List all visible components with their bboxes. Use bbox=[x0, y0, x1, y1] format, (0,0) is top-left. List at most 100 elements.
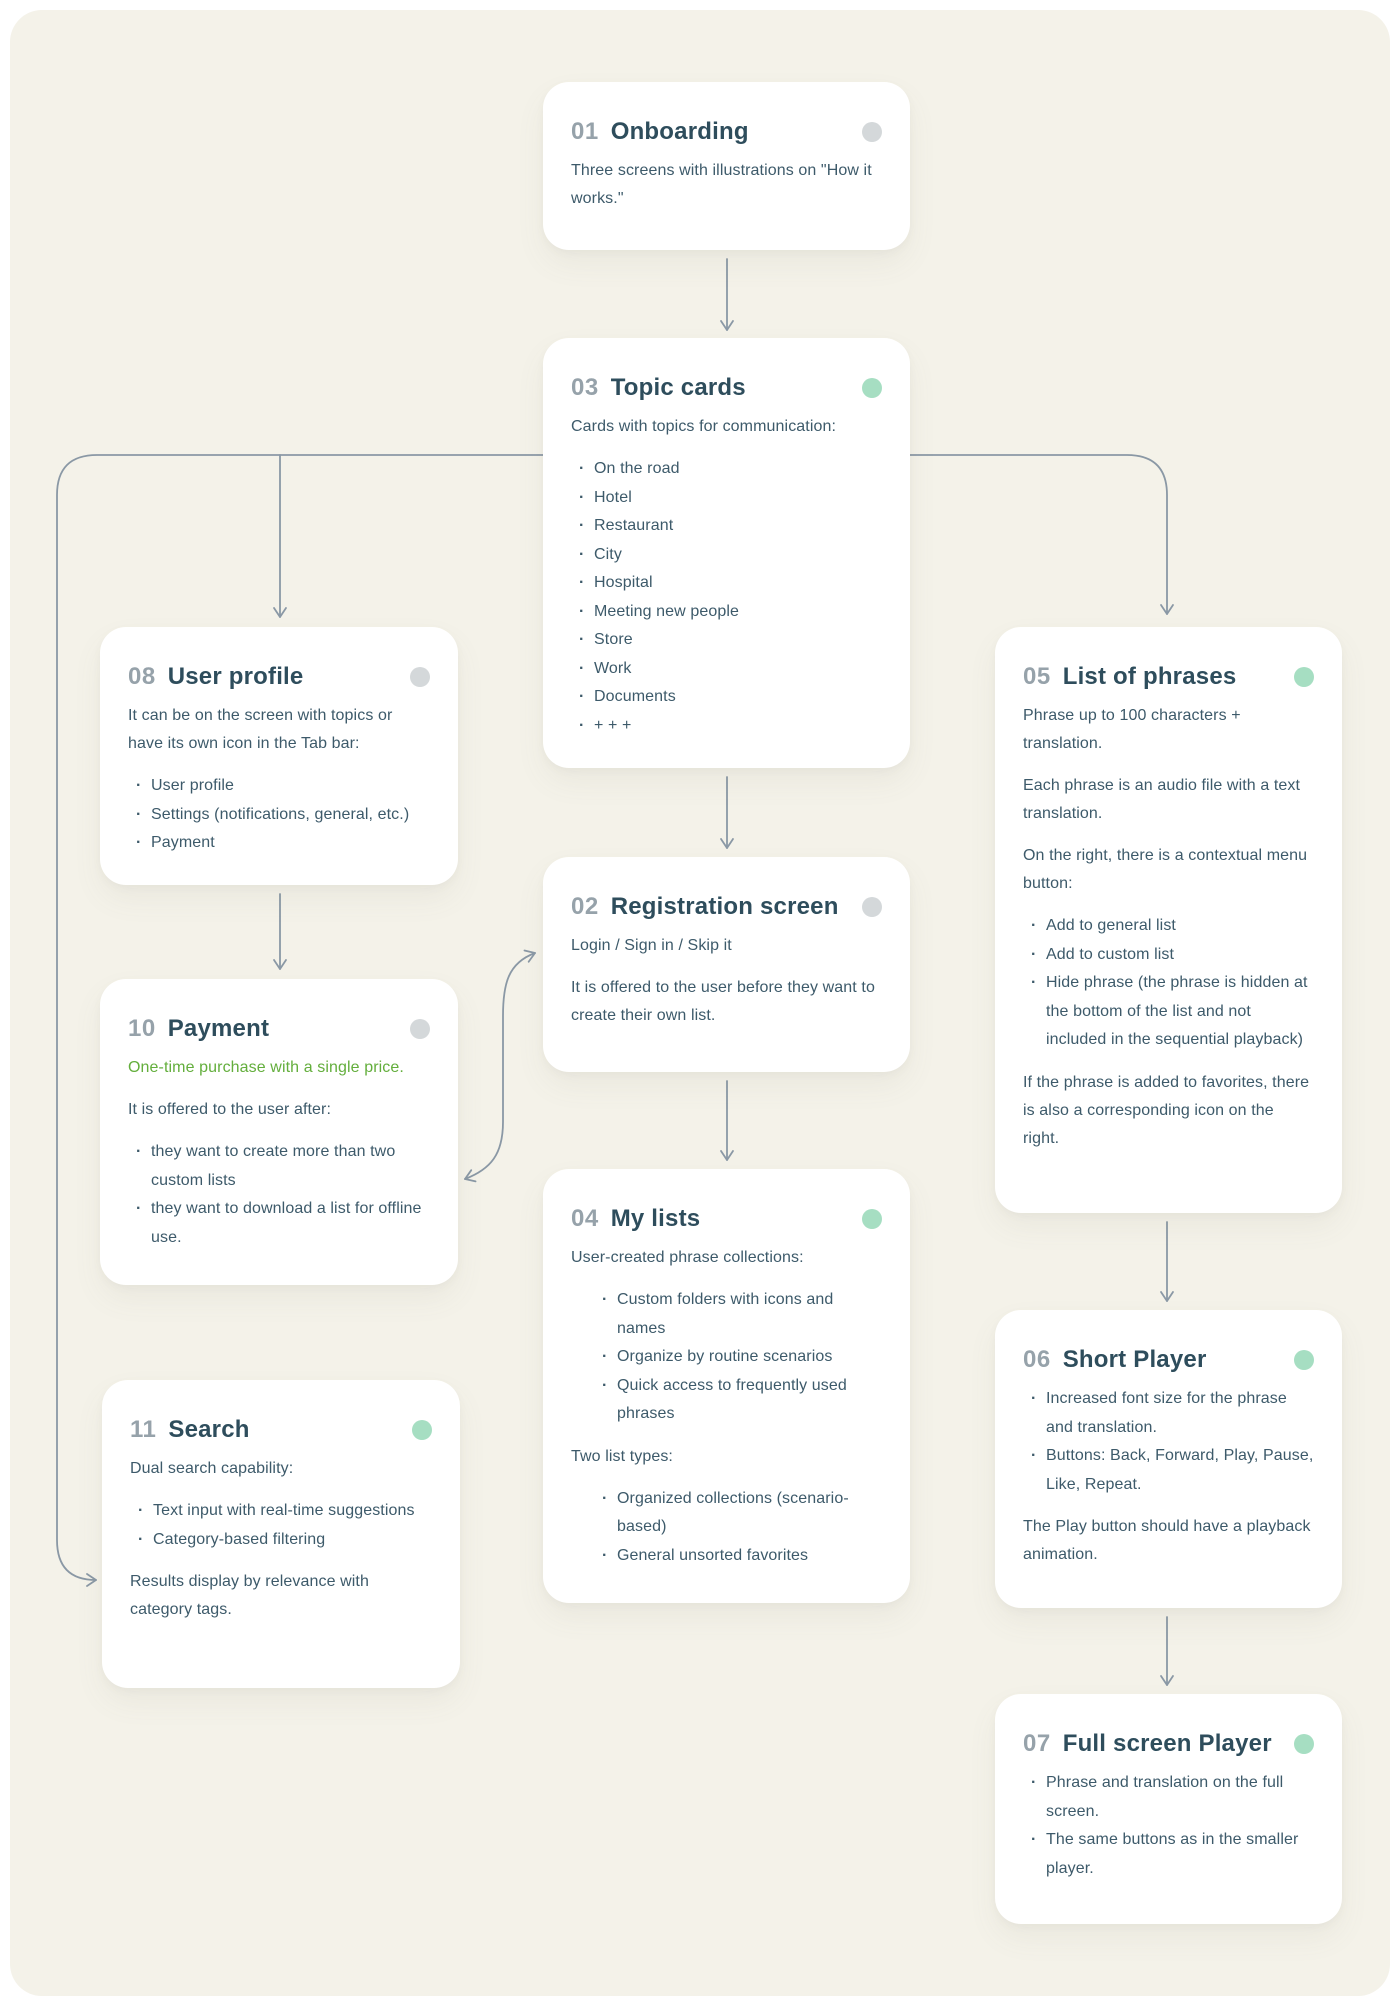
status-dot bbox=[862, 378, 882, 398]
bullet-item: Phrase and translation on the full scree… bbox=[1023, 1769, 1314, 1826]
card-header: 10 Payment bbox=[128, 1011, 430, 1047]
bullet-item: Organized collections (scenario-based) bbox=[594, 1485, 882, 1542]
bullet-item: Meeting new people bbox=[571, 598, 882, 627]
card-title: Onboarding bbox=[610, 118, 749, 145]
card-number: 08 bbox=[128, 663, 156, 690]
bullet-item: Custom folders with icons and names bbox=[594, 1286, 882, 1343]
bullet-item: City bbox=[571, 541, 882, 570]
bullet-item: Organize by routine scenarios bbox=[594, 1343, 882, 1372]
status-dot bbox=[1294, 1350, 1314, 1370]
card-paragraph: Three screens with illustrations on "How… bbox=[571, 162, 872, 207]
bullet-list: Custom folders with icons and namesOrgan… bbox=[571, 1286, 882, 1429]
card-full-screen-player[interactable]: 07 Full screen Player Phrase and transla… bbox=[995, 1694, 1342, 1924]
status-dot bbox=[1294, 667, 1314, 687]
card-paragraph: Each phrase is an audio file with a text… bbox=[1023, 777, 1301, 822]
bullet-item: Category-based filtering bbox=[130, 1526, 432, 1555]
bullet-item: Add to custom list bbox=[1023, 941, 1314, 970]
card-title: User profile bbox=[167, 663, 304, 690]
card-number: 05 bbox=[1023, 663, 1051, 690]
bullet-item: General unsorted favorites bbox=[594, 1542, 882, 1571]
bullet-item: On the road bbox=[571, 455, 882, 484]
card-content: Phrase up to 100 characters + translatio… bbox=[1023, 702, 1314, 1153]
card-header: 03 Topic cards bbox=[571, 370, 882, 406]
card-number: 03 bbox=[571, 374, 599, 401]
card-header: 05 List of phrases bbox=[1023, 659, 1314, 695]
card-paragraph: If the phrase is added to favorites, the… bbox=[1023, 1073, 1310, 1147]
card-title: Payment bbox=[167, 1015, 270, 1042]
card-paragraph: The Play button should have a playback a… bbox=[1023, 1518, 1311, 1563]
card-content: User-created phrase collections: Custom f… bbox=[571, 1244, 882, 1570]
bullet-item: The same buttons as in the smaller playe… bbox=[1023, 1826, 1314, 1883]
card-title: My lists bbox=[610, 1205, 701, 1232]
card-header: 11 Search bbox=[130, 1412, 432, 1448]
bullet-list: Organized collections (scenario-based)Ge… bbox=[571, 1485, 882, 1571]
bullet-item: Restaurant bbox=[571, 512, 882, 541]
bullet-item: User profile bbox=[128, 772, 430, 801]
bullet-item: Work bbox=[571, 655, 882, 684]
bullet-item: Hide phrase (the phrase is hidden at the… bbox=[1023, 969, 1314, 1055]
bullet-list: Add to general listAdd to custom listHid… bbox=[1023, 912, 1314, 1055]
card-paragraph: User-created phrase collections: bbox=[571, 1249, 804, 1266]
card-header: 01 Onboarding bbox=[571, 114, 882, 150]
card-header: 08 User profile bbox=[128, 659, 430, 695]
card-content: It can be on the screen with topics or h… bbox=[128, 702, 430, 858]
card-number: 11 bbox=[130, 1416, 157, 1443]
card-header: 02 Registration screen bbox=[571, 889, 882, 925]
card-title: Registration screen bbox=[610, 893, 839, 920]
bullet-item: Text input with real-time suggestions bbox=[130, 1497, 432, 1526]
card-number: 06 bbox=[1023, 1346, 1051, 1373]
card-header: 07 Full screen Player bbox=[1023, 1726, 1314, 1762]
card-paragraph: Results display by relevance with catego… bbox=[130, 1573, 369, 1618]
card-title: List of phrases bbox=[1062, 663, 1237, 690]
card-paragraph: It is offered to the user before they wa… bbox=[571, 979, 875, 1024]
bullet-item: Documents bbox=[571, 683, 882, 712]
status-dot bbox=[410, 1019, 430, 1039]
bullet-item: Quick access to frequently used phrases bbox=[594, 1372, 882, 1429]
card-header: 04 My lists bbox=[571, 1201, 882, 1237]
bullet-item: they want to create more than two custom… bbox=[128, 1138, 430, 1195]
card-short-player[interactable]: 06 Short Player Increased font size for … bbox=[995, 1310, 1342, 1608]
bullet-item: Hospital bbox=[571, 569, 882, 598]
bullet-list: Increased font size for the phrase and t… bbox=[1023, 1385, 1314, 1499]
bullet-item: Store bbox=[571, 626, 882, 655]
card-user-profile[interactable]: 08 User profile It can be on the screen … bbox=[100, 627, 458, 885]
bullet-item: + + + bbox=[571, 712, 882, 741]
card-paragraph: Phrase up to 100 characters + translatio… bbox=[1023, 707, 1241, 752]
bullet-list: Phrase and translation on the full scree… bbox=[1023, 1769, 1314, 1883]
status-dot bbox=[862, 1209, 882, 1229]
card-paragraph: Two list types: bbox=[571, 1447, 673, 1465]
card-topic-cards[interactable]: 03 Topic cards Cards with topics for com… bbox=[543, 338, 910, 768]
card-paragraph: It is offered to the user after: bbox=[128, 1101, 332, 1118]
card-search[interactable]: 11 Search Dual search capability:Text in… bbox=[102, 1380, 460, 1688]
card-number: 01 bbox=[571, 118, 599, 145]
card-number: 04 bbox=[571, 1205, 599, 1232]
bullet-list: Text input with real-time suggestionsCat… bbox=[130, 1497, 432, 1554]
status-dot bbox=[1294, 1734, 1314, 1754]
card-my-lists[interactable]: 04 My lists User-created phrase collecti… bbox=[543, 1169, 910, 1603]
card-title: Short Player bbox=[1062, 1346, 1207, 1373]
bullet-list: they want to create more than two custom… bbox=[128, 1138, 430, 1252]
bullet-item: Buttons: Back, Forward, Play, Pause, Lik… bbox=[1023, 1442, 1314, 1499]
card-payment[interactable]: 10 Payment One-time purchase with a sing… bbox=[100, 979, 458, 1285]
card-content: Cards with topics for communication: On t… bbox=[571, 413, 882, 740]
card-paragraph: On the right, there is a contextual menu… bbox=[1023, 847, 1308, 892]
bullet-item: Payment bbox=[128, 829, 430, 858]
card-registration-screen[interactable]: 02 Registration screen Login / Sign in /… bbox=[543, 857, 910, 1072]
bullet-list: User profileSettings (notifications, gen… bbox=[128, 772, 430, 858]
card-content: Dual search capability:Text input with r… bbox=[130, 1455, 432, 1624]
card-paragraph: Cards with topics for communication: bbox=[571, 418, 837, 435]
card-content: Phrase and translation on the full scree… bbox=[1023, 1769, 1314, 1883]
status-dot bbox=[412, 1420, 432, 1440]
card-list-of-phrases[interactable]: 05 List of phrases Phrase up to 100 char… bbox=[995, 627, 1342, 1213]
bullet-item: Hotel bbox=[571, 484, 882, 513]
card-number: 07 bbox=[1023, 1730, 1051, 1757]
card-number: 10 bbox=[128, 1015, 156, 1042]
highlight-text: One-time purchase with a single price. bbox=[128, 1059, 404, 1076]
card-onboarding[interactable]: 01 Onboarding Three screens with illustr… bbox=[543, 82, 910, 250]
bullet-item: they want to download a list for offline… bbox=[128, 1195, 430, 1252]
bullet-item: Add to general list bbox=[1023, 912, 1314, 941]
card-paragraph: It can be on the screen with topics or h… bbox=[128, 707, 393, 752]
card-header: 06 Short Player bbox=[1023, 1342, 1314, 1378]
